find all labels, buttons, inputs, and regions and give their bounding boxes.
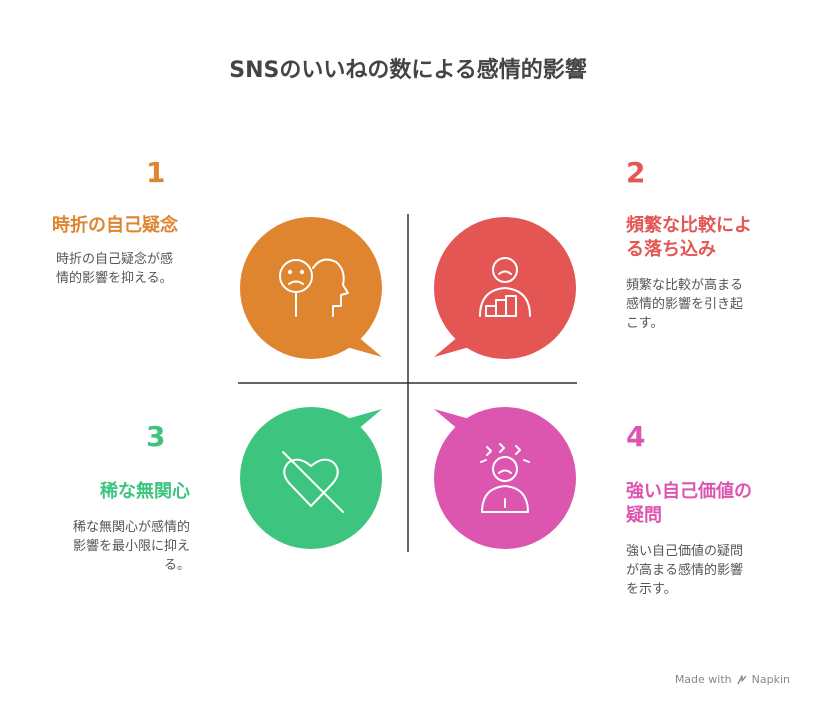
quadrant-3-number: 3	[146, 420, 166, 453]
quadrant-2-description: 頻繁な比較が高まる 感情的影響を引き起 こす。	[626, 278, 744, 331]
napkin-brand: Napkin	[751, 673, 790, 686]
page-title: SNSのいいねの数による感情的影響	[229, 58, 587, 83]
made-with-label: Made with	[674, 673, 732, 686]
crossed-heart-icon	[282, 451, 344, 513]
made-with-napkin[interactable]: Made with Napkin	[675, 673, 790, 686]
bubble-q4	[434, 407, 576, 549]
sad-face-head-icon	[279, 258, 349, 317]
bubble-q1	[240, 217, 382, 359]
quadrant-4-number: 4	[626, 420, 646, 453]
bubble-q2	[434, 217, 576, 359]
bubble-q3	[240, 407, 382, 549]
quadrant-1-number: 1	[146, 156, 166, 189]
quadrant-4-heading: 強い自己価値の 疑問	[626, 481, 752, 526]
person-podium-icon	[479, 257, 531, 317]
stressed-person-icon	[480, 443, 530, 513]
quadrant-2-number: 2	[626, 156, 646, 189]
quadrant-1-description: 時折の自己疑念が感 情的影響を抑える。	[56, 252, 174, 286]
quadrant-4-description: 強い自己価値の疑問 が高まる感情的影響 を示す。	[626, 544, 744, 597]
quadrant-3-description: 稀な無関心が感情的 影響を最小限に抑え る。	[72, 520, 190, 573]
napkin-logo-icon	[737, 674, 747, 684]
quadrant-2-heading: 頻繁な比較によ る落ち込み	[626, 215, 752, 260]
quadrant-3-heading: 稀な無関心	[100, 481, 190, 502]
quadrant-1-heading: 時折の自己疑念	[52, 215, 178, 236]
